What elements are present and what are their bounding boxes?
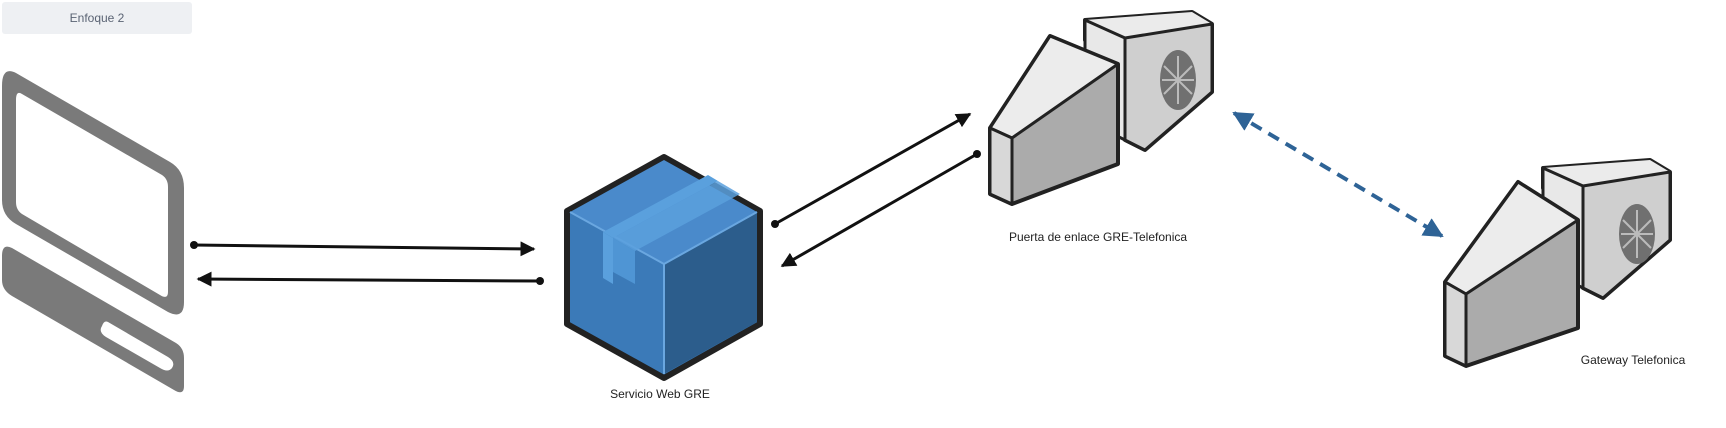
- tab-enfoque-2[interactable]: Enfoque 2: [2, 2, 192, 34]
- web-service-label: Servicio Web GRE: [610, 387, 710, 401]
- telefonica-gateway-label: Gateway Telefonica: [1581, 353, 1686, 367]
- web-service-box-icon[interactable]: [564, 154, 763, 381]
- gre-gateway-label: Puerta de enlace GRE-Telefonica: [1009, 230, 1187, 244]
- computer-icon[interactable]: [2, 71, 184, 393]
- link-service-to-computer[interactable]: [196, 271, 544, 287]
- link-computer-to-service[interactable]: [190, 241, 536, 257]
- gre-gateway-router-icon[interactable]: [988, 10, 1214, 206]
- telefonica-gateway-router-icon[interactable]: [1443, 158, 1672, 368]
- link-service-to-gre[interactable]: [771, 112, 972, 228]
- link-gre-to-service[interactable]: [780, 150, 981, 268]
- dashed-link-gre-to-telefonica[interactable]: [1232, 111, 1444, 238]
